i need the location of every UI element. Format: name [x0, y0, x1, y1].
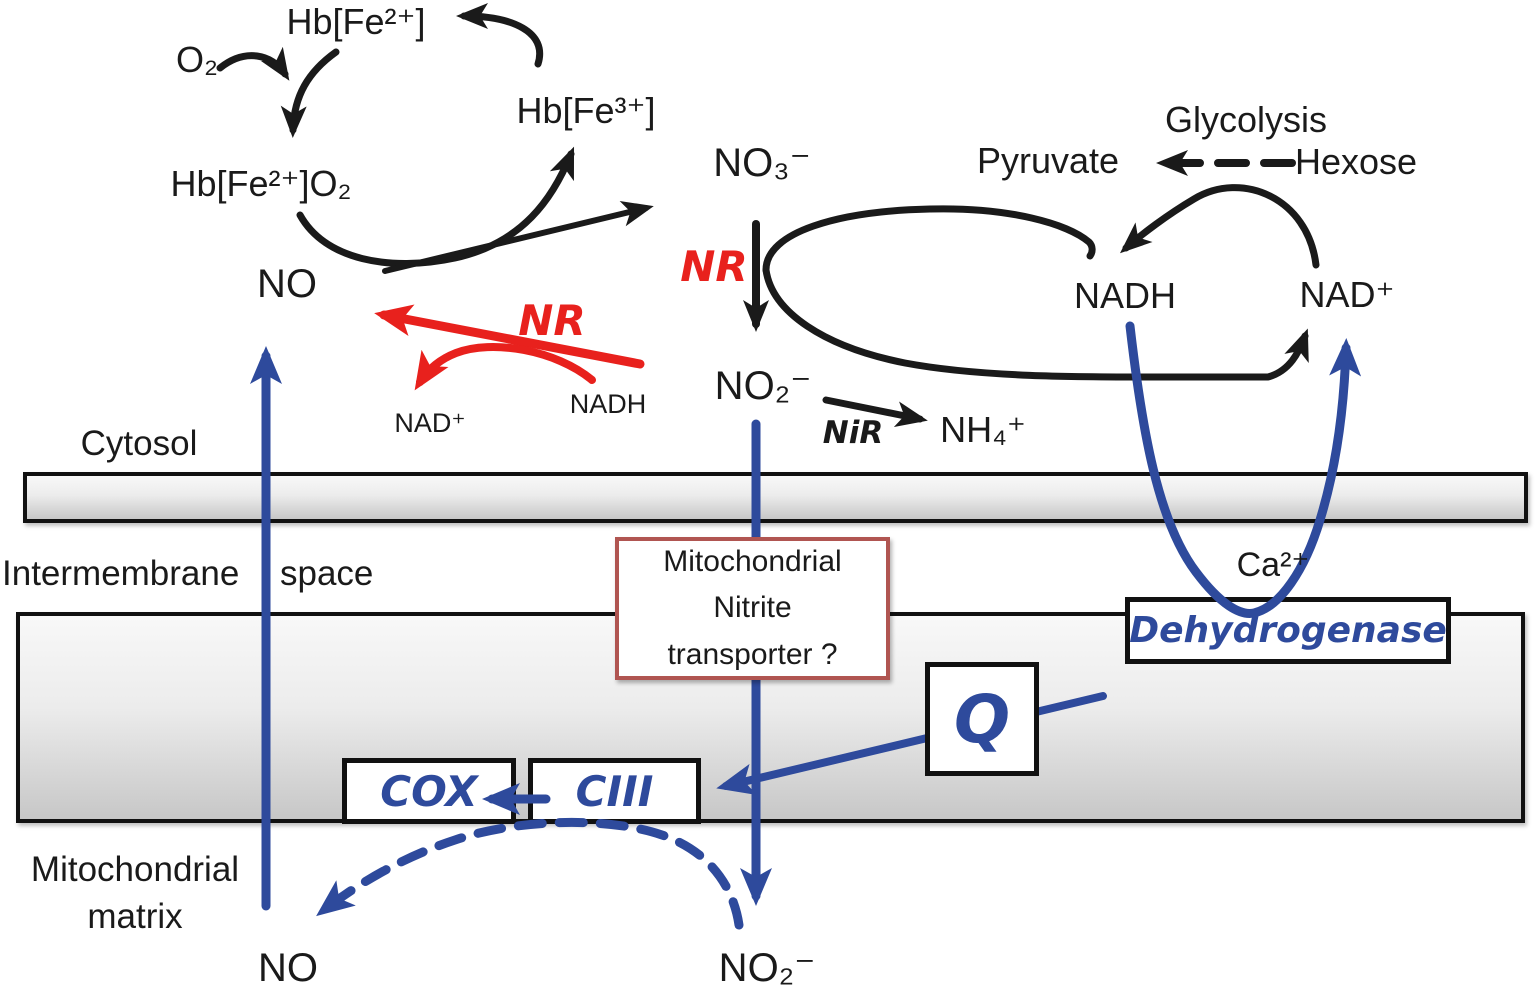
no-matrix-label: NO	[258, 946, 318, 990]
cox-label: COX	[380, 766, 478, 816]
curve-nadh-dehydrogenase-nad	[1125, 321, 1362, 618]
curve-nr-loop-bottom-to-nad	[762, 266, 1309, 381]
cytosol-region-label: Cytosol	[80, 424, 198, 463]
matrix-label-line2: matrix	[87, 897, 183, 937]
no-cytosol-label: NO	[257, 262, 317, 306]
nir-enzyme-label: NiR	[822, 415, 884, 451]
no2-cytosol-label: NO₂⁻	[714, 364, 812, 408]
dehydrogenase-box: Dehydrogenase	[1125, 597, 1451, 664]
no2-matrix-label: NO₂⁻	[718, 946, 816, 990]
glycolysis-label: Glycolysis	[1164, 99, 1328, 140]
q-label: Q	[953, 680, 1011, 758]
arrow-o2-to-hb	[216, 46, 290, 81]
o2-label: O₂	[176, 39, 218, 80]
hb-fe2-label: Hb[Fe²⁺]	[286, 1, 426, 42]
arrow-nadh-to-nad-red	[414, 343, 596, 391]
arrow-no2-to-no-dashed	[316, 817, 744, 930]
arrow-hbfe3-to-hbfe2	[456, 3, 544, 68]
hb-fe2-o2-label: Hb[Fe²⁺]O₂	[170, 163, 352, 204]
pyruvate-label: Pyruvate	[976, 140, 1120, 181]
intermembrane-space-label-word1: Intermembrane	[2, 554, 240, 593]
nadh-small-label: NADH	[569, 389, 647, 419]
ubiquinone-q-box: Q	[925, 662, 1039, 776]
mitochondrial-matrix-region-label: Mitochondrial matrix	[15, 846, 255, 941]
nad-small-label: NAD⁺	[394, 408, 466, 438]
transporter-box-line1: Mitochondrial	[663, 544, 842, 578]
arrow-nr-to-no-red	[374, 304, 645, 369]
arrow-hbfe2o2-to-hbfe3	[296, 146, 575, 267]
nadh-label: NADH	[1073, 275, 1177, 316]
transporter-box-line3: transporter ?	[667, 637, 838, 671]
transporter-box-line2: Nitrite	[713, 591, 792, 625]
arrow-no-to-no3	[382, 200, 654, 274]
dehydrogenase-label: Dehydrogenase	[1129, 610, 1447, 651]
nad-label: NAD⁺	[1299, 274, 1395, 315]
intermembrane-space-label-word2: space	[280, 554, 374, 593]
arrow-hbfe2-to-hbfe2o2	[280, 48, 340, 138]
nr-enzyme-label-2: NR	[518, 296, 586, 345]
ca2-label: Ca²⁺	[1236, 546, 1310, 584]
mitochondrial-nitrite-transporter-box: Mitochondrial Nitrite transporter ?	[615, 537, 890, 680]
matrix-label-line1: Mitochondrial	[30, 850, 240, 889]
outer-mitochondrial-membrane	[23, 472, 1528, 523]
nr-enzyme-label: NR	[680, 242, 748, 291]
ciii-label: CIII	[575, 766, 654, 816]
arrow-q-to-ciii	[716, 692, 1107, 796]
hb-fe3-label: Hb[Fe³⁺]	[516, 90, 656, 131]
hexose-label: Hexose	[1294, 141, 1418, 182]
curve-nr-loop-top	[762, 205, 1096, 274]
nh4-label: NH₄⁺	[940, 409, 1026, 450]
no3-label: NO₃⁻	[713, 141, 811, 185]
arrow-no2-to-nh4	[822, 396, 928, 427]
arrow-nad-to-nadh-glycolysis	[1119, 184, 1320, 269]
